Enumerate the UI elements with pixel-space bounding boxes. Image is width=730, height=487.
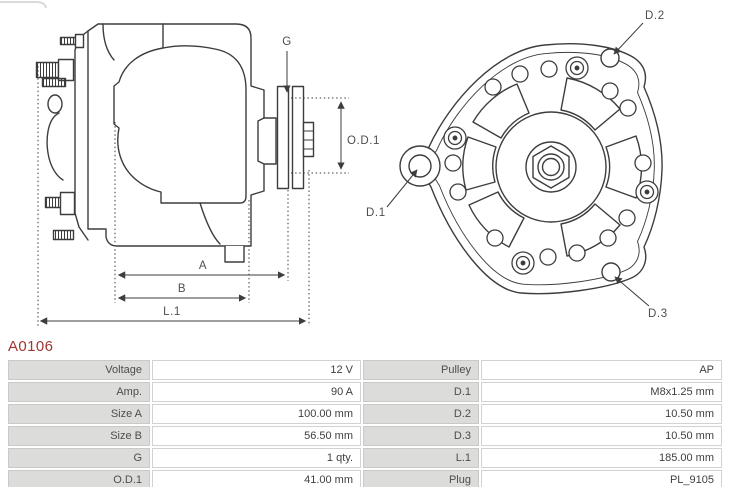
- dim-label-od1: O.D.1: [347, 135, 380, 147]
- spec-table-row: O.D.1 41.00 mm Plug PL_9105: [8, 470, 722, 487]
- spec-table-body: Voltage 12 V Pulley AP Amp. 90 A D.1 M8x…: [8, 360, 722, 487]
- body-interior-lines: [102, 23, 247, 245]
- hole-d3: [601, 262, 621, 282]
- spec-value-cell: 10.50 mm: [481, 404, 722, 424]
- spec-label-cell: Amp.: [8, 382, 150, 402]
- spec-label-cell: Plug: [363, 470, 479, 487]
- extension-lines: [37, 66, 349, 326]
- spec-label-cell: D.1: [363, 382, 479, 402]
- dim-label-d1: D.1: [366, 207, 386, 219]
- spec-label-cell: G: [8, 448, 150, 468]
- alternator-body-outline: [87, 23, 265, 247]
- spec-label-cell: Pulley: [363, 360, 479, 380]
- spec-table-row: Size A 100.00 mm D.2 10.50 mm: [8, 404, 722, 424]
- spec-table: Voltage 12 V Pulley AP Amp. 90 A D.1 M8x…: [6, 358, 724, 487]
- mounting-foot: [224, 245, 245, 263]
- dim-label-g: G: [282, 36, 292, 48]
- spec-table-row: Size B 56.50 mm D.3 10.50 mm: [8, 426, 722, 446]
- spec-table-row: Voltage 12 V Pulley AP: [8, 360, 722, 380]
- spec-value-cell: M8x1.25 mm: [481, 382, 722, 402]
- side-view-drawing: [35, 23, 315, 263]
- spec-value-cell: 185.00 mm: [481, 448, 722, 468]
- spec-label-cell: Size B: [8, 426, 150, 446]
- spec-label-cell: D.3: [363, 426, 479, 446]
- housing-rim-line: [430, 51, 655, 286]
- spec-value-cell: PL_9105: [481, 470, 722, 487]
- threaded-studs: [35, 33, 85, 241]
- spec-table-row: Amp. 90 A D.1 M8x1.25 mm: [8, 382, 722, 402]
- part-number: A0106: [8, 338, 54, 355]
- dim-label-b: B: [178, 283, 186, 295]
- rotor-hub: [495, 111, 607, 223]
- spec-table-row: G 1 qty. L.1 185.00 mm: [8, 448, 722, 468]
- housing-holes: [444, 60, 652, 266]
- dim-label-l1: L.1: [163, 306, 181, 318]
- spec-label-cell: D.2: [363, 404, 479, 424]
- spec-value-cell: 12 V: [152, 360, 361, 380]
- dim-label-a: A: [199, 260, 207, 272]
- spec-value-cell: 1 qty.: [152, 448, 361, 468]
- vent-slots: [462, 77, 643, 257]
- spec-label-cell: O.D.1: [8, 470, 150, 487]
- front-view-leaders: [386, 22, 650, 307]
- spec-value-cell: 100.00 mm: [152, 404, 361, 424]
- front-view-drawing: [399, 43, 663, 295]
- through-bolts: [443, 56, 659, 275]
- spec-value-cell: 10.50 mm: [481, 426, 722, 446]
- rear-cover: [74, 30, 89, 241]
- alternator-technical-drawing: G O.D.1 A B L.1: [35, 10, 668, 326]
- spec-value-cell: 90 A: [152, 382, 361, 402]
- side-view-dimensions: [37, 51, 349, 326]
- dim-label-d2: D.2: [645, 10, 665, 22]
- spec-value-cell: 56.50 mm: [152, 426, 361, 446]
- spec-label-cell: L.1: [363, 448, 479, 468]
- spec-value-cell: AP: [481, 360, 722, 380]
- pulley: [263, 85, 315, 190]
- spec-label-cell: Voltage: [8, 360, 150, 380]
- spec-value-cell: 41.00 mm: [152, 470, 361, 487]
- spec-label-cell: Size A: [8, 404, 150, 424]
- hole-d1: [408, 154, 432, 178]
- ui-edge-artifact: [0, 1, 47, 9]
- dim-label-d3: D.3: [648, 308, 668, 320]
